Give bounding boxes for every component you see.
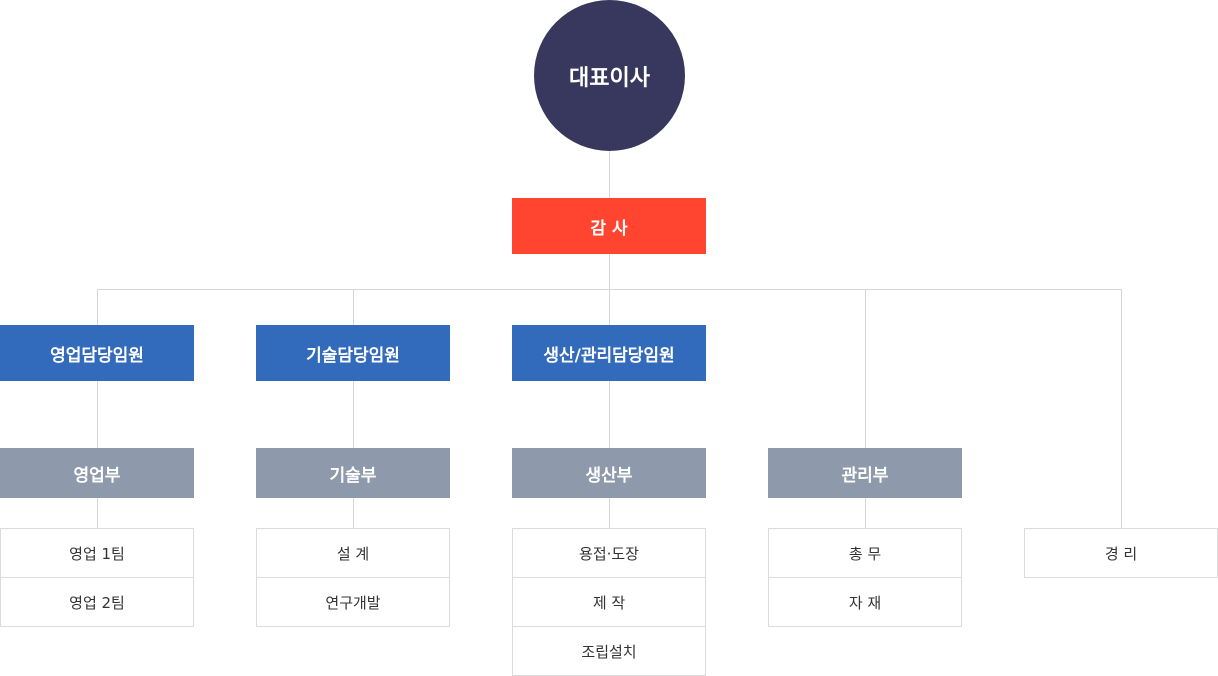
- connector-sales-exec-dept: [97, 381, 98, 448]
- audit-node: 감 사: [512, 198, 706, 254]
- team-design: 설 계: [256, 528, 450, 578]
- connector-bus-accounting: [1121, 289, 1122, 528]
- team-materials: 자 재: [768, 577, 962, 627]
- team-sales-2: 영업 2팀: [0, 577, 194, 627]
- team-rnd: 연구개발: [256, 577, 450, 627]
- connector-admin-dept-teams: [865, 498, 866, 528]
- connector-bus-sales-exec: [97, 289, 98, 325]
- production-department-node: 생산부: [512, 448, 706, 498]
- team-welding-painting: 용접·도장: [512, 528, 706, 578]
- connector-bus-tech-exec: [353, 289, 354, 325]
- sales-executive-node: 영업담당임원: [0, 325, 194, 381]
- connector-audit-bus: [609, 254, 610, 290]
- admin-team-list: 총 무 자 재: [768, 528, 962, 627]
- team-accounting: 경 리: [1024, 528, 1218, 578]
- team-assembly-installation: 조립설치: [512, 626, 706, 676]
- connector-production-exec-dept: [609, 381, 610, 448]
- connector-tech-dept-teams: [353, 498, 354, 528]
- ceo-node: 대표이사: [534, 0, 685, 151]
- tech-team-list: 설 계 연구개발: [256, 528, 450, 627]
- connector-production-dept-teams: [609, 498, 610, 528]
- connector-ceo-audit: [609, 151, 610, 198]
- connector-bus-admin-dept: [865, 289, 866, 448]
- connector-tech-exec-dept: [353, 381, 354, 448]
- production-executive-node: 생산/관리담당임원: [512, 325, 706, 381]
- sales-department-node: 영업부: [0, 448, 194, 498]
- tech-executive-node: 기술담당임원: [256, 325, 450, 381]
- production-team-list: 용접·도장 제 작 조립설치: [512, 528, 706, 676]
- accounting-team-list: 경 리: [1024, 528, 1218, 578]
- tech-department-node: 기술부: [256, 448, 450, 498]
- sales-team-list: 영업 1팀 영업 2팀: [0, 528, 194, 627]
- team-sales-1: 영업 1팀: [0, 528, 194, 578]
- team-general-affairs: 총 무: [768, 528, 962, 578]
- connector-bus-production-exec: [609, 289, 610, 325]
- admin-department-node: 관리부: [768, 448, 962, 498]
- team-fabrication: 제 작: [512, 577, 706, 627]
- connector-sales-dept-teams: [97, 498, 98, 528]
